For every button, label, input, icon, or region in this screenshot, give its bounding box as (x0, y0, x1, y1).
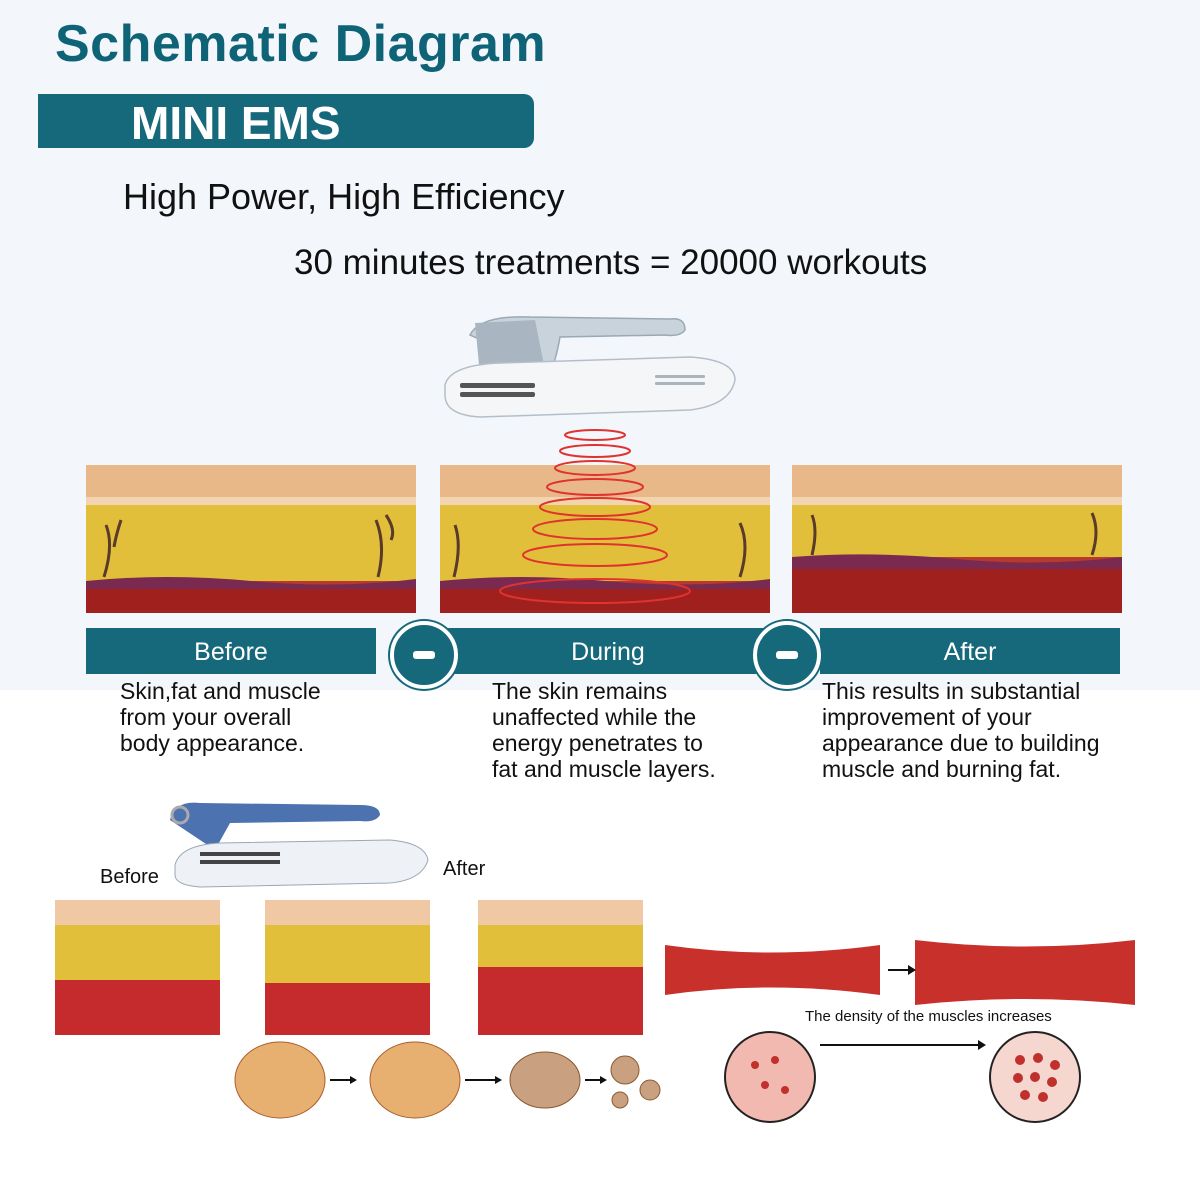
arrow-right-icon (495, 1076, 502, 1084)
description-line: improvement of your (822, 704, 1032, 730)
description-line: energy penetrates to (492, 730, 703, 756)
stage-during-label: During (448, 628, 768, 674)
description-line: appearance due to building (822, 730, 1100, 756)
muscle-fibers (665, 940, 1135, 1005)
during-tissue-panel (440, 465, 770, 613)
during-description: The skin remains unaffected while the en… (492, 678, 716, 782)
description-line: muscle and burning fat. (822, 756, 1062, 782)
banner-label: MINI EMS (131, 97, 341, 149)
fat-cell-sequence (234, 1041, 661, 1119)
after-tissue-panel (792, 465, 1122, 613)
description-line: This results in substantial (822, 678, 1081, 704)
before-tissue-panel (86, 465, 416, 613)
description-line: unaffected while the (492, 704, 697, 730)
minus-icon (390, 621, 458, 689)
description-line: fat and muscle layers. (492, 756, 716, 782)
ems-device-image (444, 316, 736, 418)
minus-icon (753, 621, 821, 689)
stage-after-label: After (820, 628, 1120, 674)
muscle-density-circles (724, 1031, 1081, 1123)
description-line: body appearance. (120, 730, 305, 756)
arrow-right-icon (908, 965, 916, 975)
page-title: Schematic Diagram (55, 15, 547, 73)
tissue-blocks (55, 900, 643, 1035)
stage-before-label: Before (86, 628, 376, 674)
lower-after-label: After (443, 858, 486, 880)
equation-text: 30 minutes treatments = 20000 workouts (294, 243, 928, 282)
lower-before-label: Before (100, 866, 159, 888)
product-banner: MINI EMS (38, 94, 534, 149)
arrow-right-icon (350, 1076, 357, 1084)
description-line: Skin,fat and muscle (120, 678, 321, 704)
muscle-density-caption: The density of the muscles increases (805, 1008, 1052, 1025)
arrow-right-icon (600, 1076, 607, 1084)
description-line: from your overall (120, 704, 292, 730)
ems-device-lower-image (170, 802, 429, 888)
subtitle: High Power, High Efficiency (123, 176, 565, 217)
arrow-right-icon (978, 1040, 986, 1050)
after-description: This results in substantial improvement … (822, 678, 1100, 782)
energy-waves (499, 429, 691, 604)
before-description: Skin,fat and muscle from your overall bo… (120, 678, 321, 756)
description-line: The skin remains (492, 678, 668, 704)
